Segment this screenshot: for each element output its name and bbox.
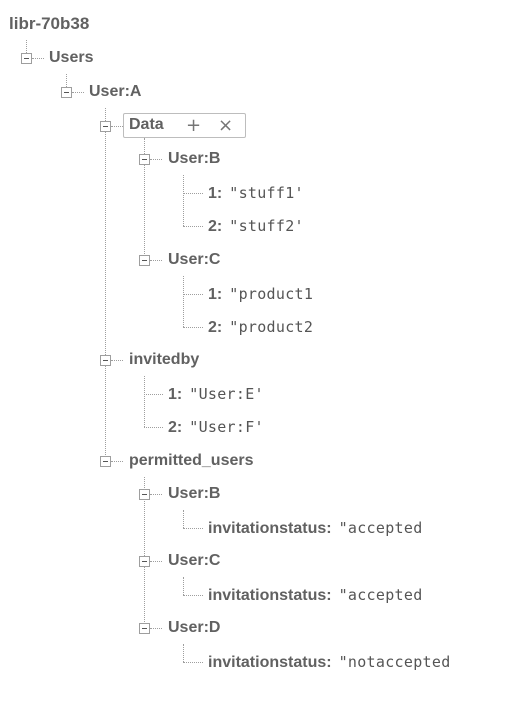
leaf-value[interactable]: "product2 bbox=[229, 318, 314, 336]
connector-line bbox=[32, 58, 44, 59]
connector-line bbox=[72, 92, 84, 93]
node-data[interactable]: Data bbox=[129, 116, 164, 133]
leaf-data-user-c-1[interactable]: 1: "product1 bbox=[208, 284, 313, 305]
leaf-key: 2: bbox=[208, 218, 223, 235]
node-data-user-b[interactable]: User:B bbox=[168, 150, 221, 167]
leaf-invitedby-1[interactable]: 1: "User:E' bbox=[168, 384, 264, 405]
leaf-key: 1: bbox=[208, 286, 223, 303]
connector-line bbox=[144, 376, 145, 427]
connector-line bbox=[111, 360, 123, 361]
connector-line bbox=[150, 159, 162, 160]
close-icon[interactable]: × bbox=[218, 115, 234, 136]
connector-line bbox=[183, 595, 203, 596]
connector-line bbox=[183, 175, 184, 226]
leaf-key: 1: bbox=[208, 185, 223, 202]
leaf-invitedby-2[interactable]: 2: "User:F' bbox=[168, 417, 264, 438]
leaf-value[interactable]: "stuff2' bbox=[229, 217, 304, 235]
collapse-minus-icon[interactable] bbox=[139, 623, 150, 634]
collapse-minus-icon[interactable] bbox=[139, 255, 150, 266]
leaf-key: invitationstatus: bbox=[208, 520, 332, 537]
connector-line bbox=[150, 561, 162, 562]
collapse-minus-icon[interactable] bbox=[139, 556, 150, 567]
node-permitted-user-c[interactable]: User:C bbox=[168, 552, 221, 569]
connector-line bbox=[150, 260, 162, 261]
leaf-value[interactable]: "accepted bbox=[338, 519, 423, 537]
node-invitedby[interactable]: invitedby bbox=[129, 351, 200, 368]
node-user-a[interactable]: User:A bbox=[89, 83, 142, 100]
collapse-minus-icon[interactable] bbox=[61, 87, 72, 98]
node-users[interactable]: Users bbox=[49, 49, 94, 66]
leaf-permitted-user-c-status[interactable]: invitationstatus: "accepted bbox=[208, 585, 423, 606]
connector-line bbox=[183, 226, 203, 227]
leaf-key: 2: bbox=[168, 419, 183, 436]
connector-line bbox=[183, 577, 184, 595]
connector-line bbox=[183, 327, 203, 328]
leaf-key: 2: bbox=[208, 319, 223, 336]
connector-line bbox=[144, 394, 163, 395]
connector-line bbox=[111, 126, 123, 127]
connector-line bbox=[183, 662, 203, 663]
connector-line bbox=[183, 644, 184, 662]
collapse-minus-icon[interactable] bbox=[100, 121, 111, 132]
leaf-value[interactable]: "stuff1' bbox=[229, 184, 304, 202]
leaf-value[interactable]: "notaccepted bbox=[338, 653, 451, 671]
leaf-value[interactable]: "User:E' bbox=[189, 385, 264, 403]
leaf-permitted-user-d-status[interactable]: invitationstatus: "notaccepted bbox=[208, 652, 451, 673]
connector-line bbox=[150, 628, 162, 629]
leaf-key: invitationstatus: bbox=[208, 587, 332, 604]
node-permitted-user-b[interactable]: User:B bbox=[168, 485, 221, 502]
node-data-user-c[interactable]: User:C bbox=[168, 251, 221, 268]
connector-line bbox=[183, 294, 203, 295]
connector-line bbox=[183, 193, 203, 194]
collapse-minus-icon[interactable] bbox=[100, 355, 111, 366]
connector-line bbox=[105, 108, 106, 461]
leaf-key: invitationstatus: bbox=[208, 654, 332, 671]
connector-line bbox=[144, 427, 163, 428]
leaf-value[interactable]: "accepted bbox=[338, 586, 423, 604]
leaf-key: 1: bbox=[168, 386, 183, 403]
collapse-minus-icon[interactable] bbox=[21, 53, 32, 64]
connector-line bbox=[183, 510, 184, 528]
collapse-minus-icon[interactable] bbox=[139, 154, 150, 165]
connector-line bbox=[183, 276, 184, 327]
leaf-data-user-b-1[interactable]: 1: "stuff1' bbox=[208, 183, 304, 204]
leaf-value[interactable]: "product1 bbox=[229, 285, 314, 303]
node-permitted-user-d[interactable]: User:D bbox=[168, 619, 221, 636]
connector-line bbox=[183, 528, 203, 529]
connector-line bbox=[150, 494, 162, 495]
database-root-label[interactable]: libr-70b38 bbox=[9, 14, 90, 33]
node-permitted-users[interactable]: permitted_users bbox=[129, 452, 254, 469]
plus-icon[interactable]: + bbox=[186, 115, 202, 136]
leaf-data-user-b-2[interactable]: 2: "stuff2' bbox=[208, 216, 304, 237]
connector-line bbox=[111, 461, 123, 462]
leaf-data-user-c-2[interactable]: 2: "product2 bbox=[208, 317, 313, 338]
collapse-minus-icon[interactable] bbox=[139, 489, 150, 500]
leaf-permitted-user-b-status[interactable]: invitationstatus: "accepted bbox=[208, 518, 423, 539]
leaf-value[interactable]: "User:F' bbox=[189, 418, 264, 436]
data-node-edit-box[interactable]: Data + × bbox=[123, 113, 246, 138]
collapse-minus-icon[interactable] bbox=[100, 456, 111, 467]
